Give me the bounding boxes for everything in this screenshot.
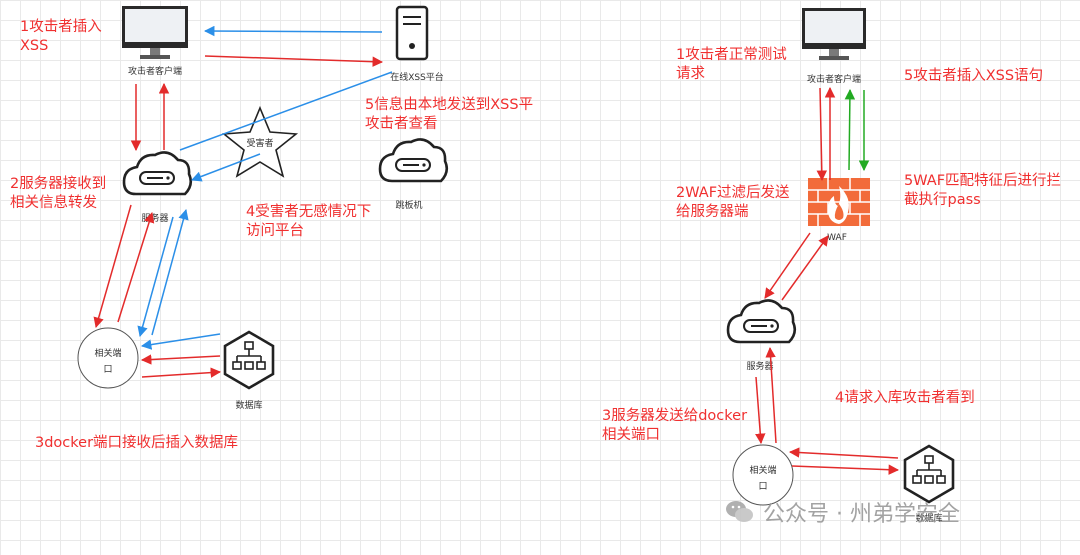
annotation-step4: 4受害者无感情况下 访问平台 xyxy=(246,204,372,239)
watermark-text: 公众号 · 州弟学安全 xyxy=(763,502,960,527)
monitor-icon xyxy=(122,6,188,59)
attacker-client-label: 攻击者客户端 xyxy=(128,65,182,77)
annotation-right-step2: 2WAF过滤后发送 给服务器端 xyxy=(676,185,790,220)
star-icon xyxy=(221,105,299,178)
annotation-step2: 2服务器接收到 相关信息转发 xyxy=(10,176,107,211)
server-label: 服务器 xyxy=(141,212,168,224)
database-icon xyxy=(223,330,275,390)
annotation-step1: 1攻击者插入 XSS xyxy=(20,19,102,54)
port-node: 相关端 口 xyxy=(732,444,794,506)
left-flow-arrows xyxy=(93,25,393,378)
attacker-client-right-label: 攻击者客户端 xyxy=(807,73,861,85)
annotation-right-step1: 1攻击者正常测试 请求 xyxy=(676,47,787,82)
watermark: 公众号 · 州弟学安全 xyxy=(725,496,960,528)
victim-label: 受害者 xyxy=(246,137,273,149)
annotation-right-step5: 5攻击者插入XSS语句 xyxy=(904,68,1044,84)
svg-text:口: 口 xyxy=(758,482,767,492)
database-icon xyxy=(903,444,955,504)
annotation-right-step5-waf: 5WAF匹配特征后进行拦 截执行pass xyxy=(904,173,1062,208)
cloud-server-icon xyxy=(122,151,193,196)
jump-host-label: 跳板机 xyxy=(395,199,422,211)
annotation-step5: 5信息由本地发送到XSS平 攻击者查看 xyxy=(365,97,534,132)
database-label: 数据库 xyxy=(235,399,262,411)
firewall-icon xyxy=(808,178,870,226)
monitor-icon xyxy=(802,8,866,60)
svg-text:口: 口 xyxy=(103,365,112,375)
annotation-right-step4: 4请求入库攻击者看到 xyxy=(835,390,975,406)
annotation-step3: 3docker端口接收后插入数据库 xyxy=(35,435,239,451)
svg-text:相关端: 相关端 xyxy=(749,464,776,476)
right-flow-arrows xyxy=(755,86,900,475)
port-node: 相关端 口 xyxy=(77,327,139,389)
cloud-server-icon xyxy=(726,299,797,344)
wechat-icon xyxy=(726,501,753,522)
database-right-label: 数据库 xyxy=(915,512,942,524)
waf-label: WAF xyxy=(827,233,847,243)
xss-platform-label: 在线XSS平台 xyxy=(390,71,444,83)
svg-text:相关端: 相关端 xyxy=(94,347,121,359)
annotation-right-step3: 3服务器发送给docker 相关端口 xyxy=(602,408,748,443)
server-tower-icon xyxy=(395,5,429,61)
cloud-server-icon xyxy=(378,138,449,183)
server-right-label: 服务器 xyxy=(746,360,773,372)
